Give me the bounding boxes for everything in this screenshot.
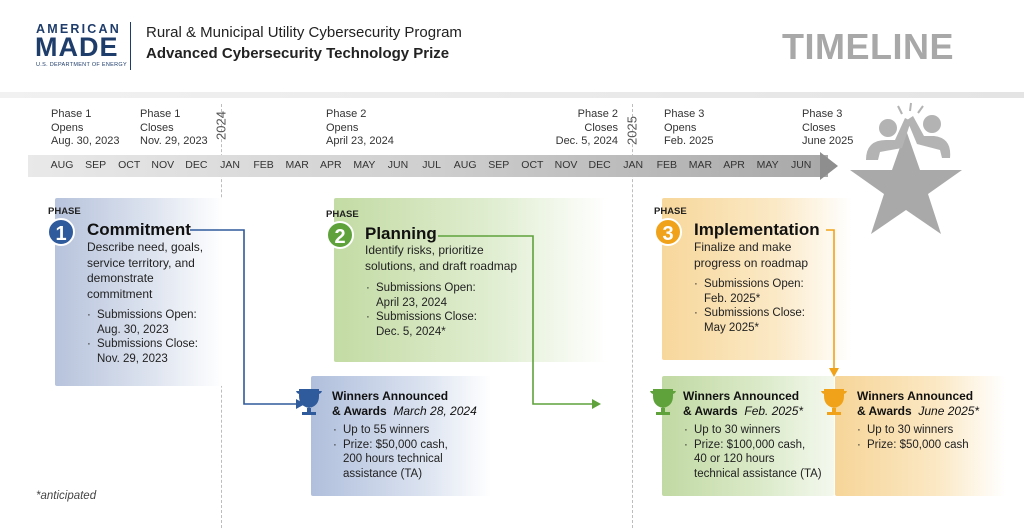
month-label: JAN: [623, 159, 644, 171]
phase1-title: Commitment: [87, 220, 191, 239]
month-label: SEP: [488, 159, 510, 171]
month-label: AUG: [50, 159, 74, 171]
phase1-winners-title: Winners Announced & Awards March 28, 202…: [332, 389, 477, 418]
phase2-winners-details: ·Up to 30 winners ·Prize: $100,000 cash,…: [684, 424, 822, 480]
month-label: OCT: [521, 159, 544, 171]
month-label: MAY: [353, 159, 376, 171]
phase1-number-badge: 1: [47, 218, 75, 246]
logo-main-text: MADE: [35, 32, 119, 62]
month-label: DEC: [185, 159, 208, 171]
timeline-bar: [28, 155, 828, 177]
phase3-label: PHASE: [654, 206, 687, 217]
month-label: APR: [723, 159, 745, 171]
high-five-star-icon: [850, 102, 962, 234]
header-divider: [130, 22, 131, 70]
timeline-arrowhead: [820, 152, 838, 180]
month-label: JUN: [387, 159, 409, 171]
month-label: JAN: [220, 159, 240, 171]
phase2-arrowhead: [592, 399, 601, 409]
phase2-winners-title: Winners Announced & Awards Feb. 2025*: [683, 389, 804, 418]
phase3-title: Implementation: [694, 220, 820, 239]
month-label: APR: [320, 159, 342, 171]
page-title: TIMELINE: [782, 26, 954, 67]
logo-sub-text: U.S. DEPARTMENT OF ENERGY: [36, 62, 127, 68]
month-label: NOV: [151, 159, 175, 171]
month-label: FEB: [253, 159, 274, 171]
program-name: Rural & Municipal Utility Cybersecurity …: [146, 24, 462, 41]
month-label: JUN: [790, 159, 812, 171]
month-label: FEB: [656, 159, 677, 171]
phase3-winners-details: ·Up to 30 winners ·Prize: $50,000 cash: [857, 424, 969, 451]
phase3-winners-card: [835, 376, 1005, 496]
phase3-submission-dates: ·Submissions Open: Feb. 2025* ·Submissio…: [694, 278, 805, 334]
phase1-winners-details: ·Up to 55 winners ·Prize: $50,000 cash, …: [333, 424, 448, 480]
phase1-label: PHASE: [48, 206, 81, 217]
month-label: NOV: [554, 159, 578, 171]
year-label-2024: 2024: [213, 111, 229, 140]
header-rule: [0, 92, 1024, 98]
month-label: MAY: [756, 159, 779, 171]
month-label: MAR: [285, 159, 309, 171]
month-label: JUL: [422, 159, 441, 171]
phase1-arrowhead: [296, 399, 305, 409]
phase2-label: PHASE: [326, 209, 359, 220]
phase3-number-badge: 3: [654, 218, 682, 246]
phase3-winners-title: Winners Announced & Awards June 2025*: [857, 389, 980, 418]
month-label: OCT: [118, 159, 141, 171]
year-label-2025: 2025: [624, 116, 640, 145]
phase2-title: Planning: [365, 224, 437, 243]
year-divider-2025: [632, 104, 633, 528]
phase2-submission-dates: ·Submissions Open: April 23, 2024 ·Submi…: [366, 282, 477, 338]
month-label: AUG: [453, 159, 477, 171]
phase2-number-badge: 2: [326, 221, 354, 249]
phase2-winners-card: [662, 376, 834, 496]
month-label: SEP: [85, 159, 107, 171]
prize-name: Advanced Cybersecurity Technology Prize: [146, 45, 450, 62]
footnote: *anticipated: [36, 490, 97, 502]
month-label: MAR: [688, 159, 713, 171]
month-label: DEC: [588, 159, 611, 171]
logo-top-text: AMERICAN: [36, 22, 121, 36]
phase1-submission-dates: ·Submissions Open: Aug. 30, 2023 ·Submis…: [87, 309, 198, 365]
phase1-description: Describe need, goals,service territory, …: [87, 240, 204, 301]
phase3-card: [662, 198, 852, 360]
